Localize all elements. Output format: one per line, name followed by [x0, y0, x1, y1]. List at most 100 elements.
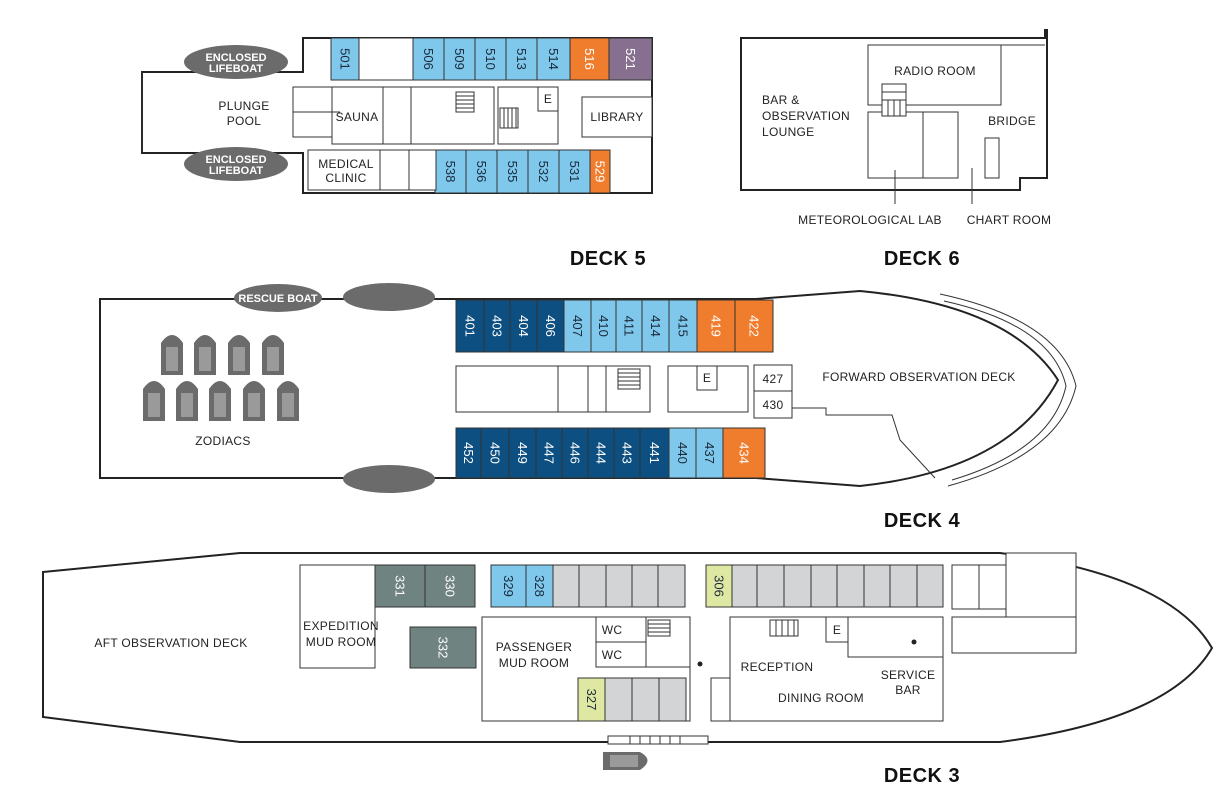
zodiac-deck	[181, 393, 193, 417]
cabin-434	[722, 427, 766, 479]
cabin-446	[561, 427, 589, 479]
tender-boat-bottom	[343, 465, 435, 493]
stairs-icon	[647, 619, 671, 637]
zodiac-deck	[282, 393, 294, 417]
cabin-gray	[863, 564, 891, 608]
zodiacs-label: ZODIACS	[195, 434, 250, 448]
expedition-mud-room	[299, 564, 376, 669]
cabin-number-label: 513	[514, 48, 529, 70]
stairs-icon	[455, 91, 475, 113]
cabin-401	[455, 299, 485, 353]
cabin-gray	[756, 564, 785, 608]
cabin-number-label: 410	[596, 315, 611, 337]
cabin-gray	[552, 564, 580, 608]
stairs-icon	[617, 368, 641, 390]
cabin-number-label: 529	[593, 161, 608, 183]
cabin-509	[443, 37, 476, 81]
cabin-430	[753, 390, 793, 419]
cabin-331	[374, 564, 426, 608]
zodiac-deck	[248, 393, 260, 417]
cabin-number-label: 510	[483, 48, 498, 70]
cabin-441	[639, 427, 670, 479]
bridge-label: BRIDGE	[988, 114, 1036, 128]
cabin-number-label: 404	[516, 315, 531, 337]
lifeboat-top	[184, 45, 288, 79]
library-room	[581, 96, 653, 138]
cabin-gray	[631, 564, 659, 608]
cabin-437	[695, 427, 724, 479]
stairs-icon	[769, 619, 799, 637]
tender-boat-top	[343, 283, 435, 311]
cabin-535	[496, 149, 529, 194]
wc-2-label: WC	[602, 648, 623, 662]
cabin-gray	[836, 564, 865, 608]
cabin-number-label: 422	[747, 315, 762, 337]
cabin-number-label: 444	[594, 442, 609, 464]
cabin-gray	[631, 677, 660, 722]
cabin-number-label: 434	[737, 442, 752, 464]
cabin-427	[753, 364, 793, 392]
cabin-529	[589, 149, 611, 194]
sauna-label: SAUNA	[336, 110, 379, 124]
cabin-510	[474, 37, 507, 81]
cabin-number-label: 516	[582, 48, 597, 70]
cabin-gray	[810, 564, 838, 608]
deck-3-title: DECK 3	[884, 765, 960, 787]
cabin-330	[424, 564, 476, 608]
cabin-number-label: 447	[542, 442, 557, 464]
elevator-5	[537, 86, 559, 112]
cabin-number-label: 327	[584, 689, 599, 711]
zodiac-deck	[148, 393, 160, 417]
cabin-number-label: 401	[463, 315, 478, 337]
zodiac-deck	[267, 347, 279, 371]
elevator-3	[825, 616, 849, 643]
cabin-number-label: 414	[648, 315, 663, 337]
cabin-gray	[578, 564, 607, 608]
cabin-306	[705, 564, 733, 608]
cabin-414	[641, 299, 670, 353]
cabin-gray	[658, 677, 687, 722]
cabin-number-label: 419	[709, 315, 724, 337]
cabin-521	[608, 37, 653, 81]
cabin-427-label: 427	[763, 372, 784, 386]
wc-2	[595, 641, 647, 668]
cabin-number-label: 328	[532, 575, 547, 597]
cabin-number-label: 538	[443, 161, 458, 183]
cabin-452	[455, 427, 482, 479]
cabin-gray	[605, 564, 633, 608]
cabin-gray	[731, 564, 758, 608]
cabin-531	[558, 149, 591, 194]
gangway	[607, 735, 709, 745]
cabin-number-label: 331	[393, 575, 408, 597]
cabin-443	[613, 427, 641, 479]
cabin-gray	[783, 564, 812, 608]
cabin-gray	[889, 564, 918, 608]
cabin-gray	[916, 564, 944, 608]
cabin-410	[590, 299, 617, 353]
cabin-number-label: 509	[452, 48, 467, 70]
zodiac-deck	[166, 347, 178, 371]
cabin-501	[330, 37, 360, 81]
meteorological-lab-label: METEOROLOGICAL LAB	[798, 213, 942, 227]
cabin-number-label: 441	[647, 442, 662, 464]
library-label: LIBRARY	[590, 110, 643, 124]
elevator-label: E	[833, 623, 841, 637]
cabin-number-label: 440	[675, 442, 690, 464]
deck-5-title: DECK 5	[570, 248, 646, 270]
zodiac-deck	[199, 347, 211, 371]
cabin-number-label: 329	[501, 575, 516, 597]
cabin-number-label: 446	[568, 442, 583, 464]
cabin-gray	[657, 564, 686, 608]
chart-room-label: CHART ROOM	[967, 213, 1052, 227]
